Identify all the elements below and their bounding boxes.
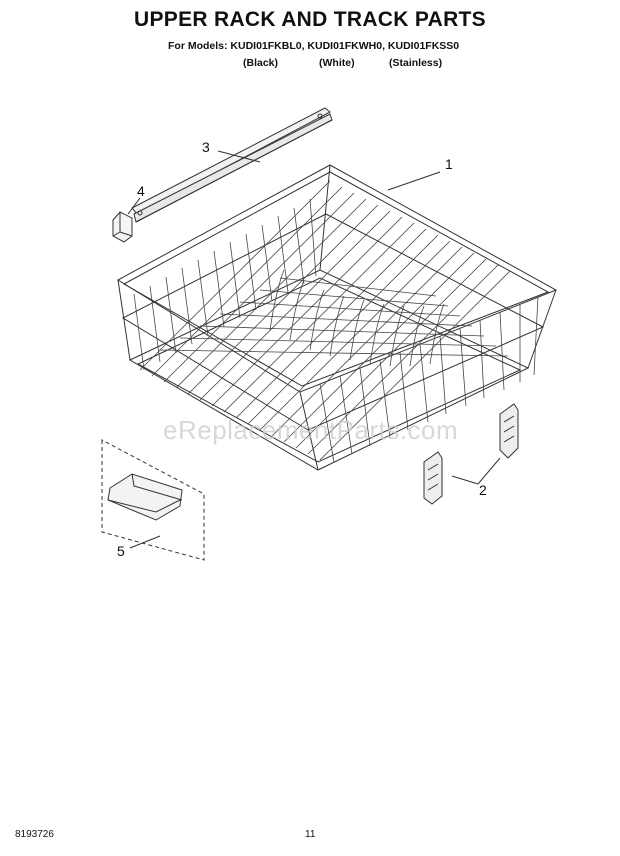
page-title: UPPER RACK AND TRACK PARTS (134, 8, 486, 31)
handle-dashed-frame (102, 440, 204, 560)
leader-2b (478, 458, 500, 484)
callout-5: 5 (117, 543, 125, 559)
models-line: For Models: KUDI01FKBL0, KUDI01FKWH0, KU… (168, 40, 460, 52)
leader-1 (388, 172, 440, 190)
track-stop[interactable] (113, 212, 132, 242)
watermark: eReplacementParts.com (163, 415, 459, 445)
variant-stainless: (Stainless) (389, 57, 443, 69)
doc-number: 8193726 (15, 829, 54, 840)
rack-adjuster-left[interactable] (424, 452, 442, 504)
leader-2a (452, 476, 478, 484)
variant-white: (White) (319, 57, 355, 69)
callout-1: 1 (445, 156, 453, 172)
leader-5 (130, 536, 160, 548)
page-number: 11 (305, 829, 316, 840)
track-rail[interactable] (132, 108, 332, 222)
leader-4 (128, 198, 140, 214)
rack-adjuster-right[interactable] (500, 404, 518, 458)
dishrack-basket[interactable] (118, 165, 556, 470)
rack-handle[interactable] (108, 474, 182, 520)
callout-3: 3 (202, 139, 210, 155)
callout-4: 4 (137, 183, 145, 199)
callout-2: 2 (479, 482, 487, 498)
variant-black: (Black) (243, 57, 279, 69)
leader-3 (218, 151, 260, 162)
